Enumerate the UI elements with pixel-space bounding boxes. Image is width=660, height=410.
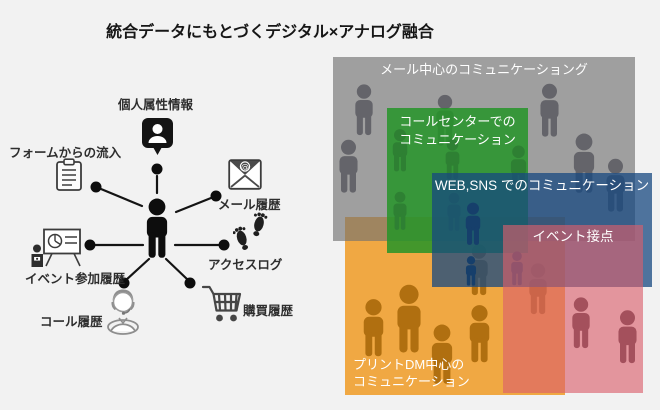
person-silhouette bbox=[391, 191, 409, 231]
segment-label: メール中心のコミュニケーショング bbox=[380, 62, 588, 77]
connector-lines bbox=[84, 163, 230, 289]
segment-label: イベント接点 bbox=[532, 229, 614, 244]
hub-node-label: メール履歴 bbox=[218, 198, 281, 212]
presentation-icon bbox=[31, 228, 81, 267]
person-silhouette bbox=[569, 292, 593, 354]
shopping-cart-icon bbox=[201, 285, 242, 322]
person-silhouette bbox=[463, 201, 483, 247]
person-silhouette bbox=[615, 306, 640, 368]
segment-label: WEB,SNS でのコミュニケーション bbox=[434, 178, 650, 193]
segment-label: コールセンターでの コミュニケーション bbox=[399, 114, 516, 147]
central-customer-icon bbox=[143, 194, 171, 263]
person-silhouette bbox=[537, 83, 562, 138]
svg-text:@: @ bbox=[241, 162, 249, 171]
person-silhouette bbox=[464, 256, 478, 286]
footprints-icon bbox=[233, 212, 268, 250]
page-title: 統合データにもとづくデジタル×アナログ融合 bbox=[106, 24, 434, 41]
id-badge-icon bbox=[142, 118, 173, 155]
person-silhouette bbox=[393, 282, 425, 356]
person-silhouette bbox=[336, 138, 361, 195]
hub-node-label: 購買履歴 bbox=[243, 304, 294, 318]
hub-node-label: イベント参加履歴 bbox=[25, 272, 126, 286]
person-silhouette bbox=[360, 297, 387, 359]
segment-label: プリントDM中心の コミュニケーション bbox=[353, 356, 470, 390]
hub-node-label: フォームからの流入 bbox=[9, 146, 122, 160]
person-silhouette bbox=[352, 83, 376, 137]
call-operator-icon bbox=[107, 289, 139, 335]
email-icon: @ bbox=[228, 159, 262, 190]
hub-node-label: 個人属性情報 bbox=[118, 98, 194, 112]
segment-event: イベント接点 bbox=[503, 225, 643, 393]
person-silhouette bbox=[466, 303, 493, 365]
hub-node-label: コール履歴 bbox=[40, 315, 103, 329]
clipboard-icon bbox=[56, 158, 82, 191]
hub-node-label: アクセスログ bbox=[208, 258, 283, 272]
